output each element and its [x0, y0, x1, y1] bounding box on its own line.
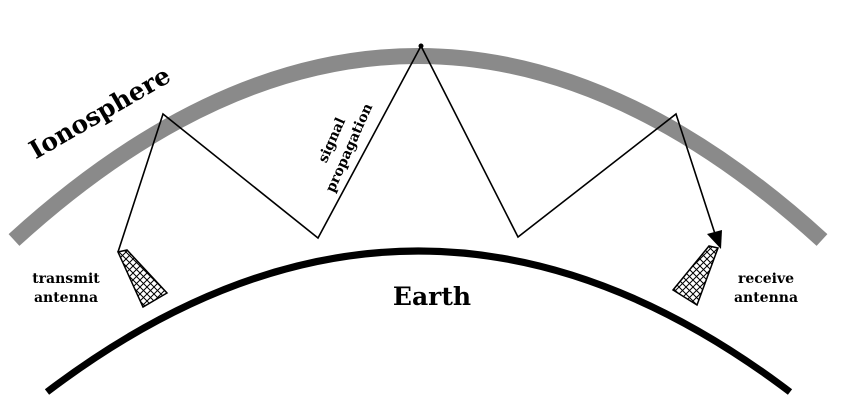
signal-path: [117, 44, 718, 253]
reflection-point-top: [418, 43, 424, 49]
earth-surface: [44, 247, 793, 395]
receive-antenna-label-line2: antenna: [734, 290, 798, 306]
ionosphere-label: Ionosphere: [24, 61, 175, 165]
receive-antenna-label-line1: receive: [738, 271, 794, 287]
earth-label: Earth: [393, 282, 471, 311]
transmit-antenna-label-line2: antenna: [34, 290, 98, 306]
transmit-antenna-tower: [116, 249, 169, 309]
transmit-antenna-label-line1: transmit: [32, 271, 100, 287]
signal-propagation-label: signal propagation: [315, 101, 376, 195]
receive-antenna-tower: [671, 245, 720, 307]
signal-arrowhead: [707, 230, 722, 249]
ionosphere-band: [8, 48, 828, 246]
